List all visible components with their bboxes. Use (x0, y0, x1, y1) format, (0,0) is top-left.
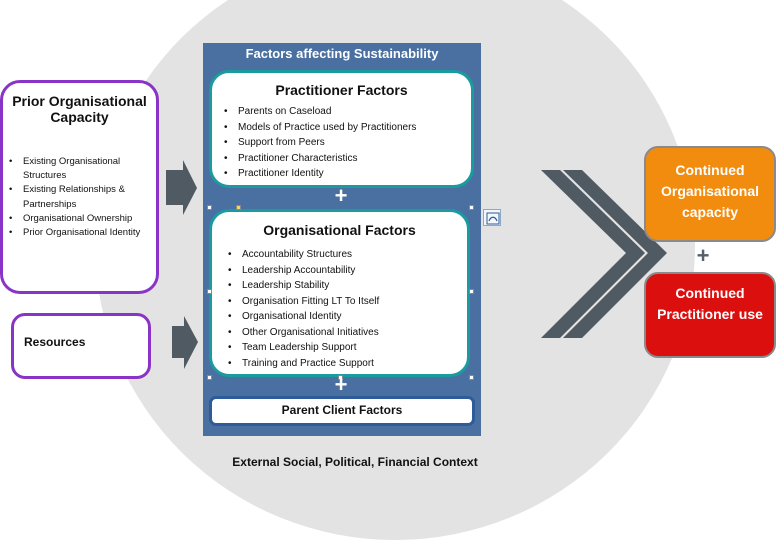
chevron-right-icon (563, 170, 667, 338)
prior-capacity-list: Existing Organisational Structures Exist… (9, 155, 157, 240)
prior-capacity-title: Prior Organisational Capacity (12, 93, 147, 125)
list-item: Prior Organisational Identity (9, 226, 157, 240)
arrows-layer (166, 160, 667, 369)
list-item: Organisational Identity (228, 309, 468, 325)
list-item: Existing Relationships & Partnerships (9, 183, 157, 211)
list-item: Team Leadership Support (228, 340, 468, 356)
adjust-handle[interactable] (236, 205, 241, 210)
parent-client-factors-title: Parent Client Factors (281, 403, 403, 417)
list-item: Models of Practice used by Practitioners (224, 120, 469, 136)
list-item: Existing Organisational Structures (9, 155, 157, 183)
resize-handle[interactable] (207, 205, 212, 210)
practitioner-factors-title: Practitioner Factors (275, 82, 408, 98)
list-item: Training and Practice Support (228, 356, 468, 372)
list-item: Organisational Ownership (9, 212, 157, 226)
context-label: External Social, Political, Financial Co… (232, 455, 478, 469)
list-item: Leadership Accountability (228, 263, 468, 279)
continued-practitioner-use-label: Continued Practitioner use (657, 285, 763, 322)
resources-label: Resources (24, 335, 86, 349)
arrow-right-icon (172, 316, 198, 369)
layout-options-icon[interactable] (483, 209, 501, 226)
resize-handle[interactable] (469, 205, 474, 210)
resize-handle[interactable] (469, 289, 474, 294)
list-item: Accountability Structures (228, 247, 468, 263)
organisational-factors-title: Organisational Factors (263, 222, 416, 238)
list-item: Support from Peers (224, 135, 469, 151)
resources-box (11, 313, 151, 379)
arrow-right-icon (166, 160, 197, 215)
resize-handle[interactable] (469, 375, 474, 380)
continued-capacity-label: Continued Organisational capacity (660, 162, 760, 220)
list-item: Practitioner Identity (224, 166, 469, 182)
panel-title: Factors affecting Sustainability (245, 46, 439, 61)
practitioner-factors-list: Parents on Caseload Models of Practice u… (224, 104, 469, 182)
list-item: Parents on Caseload (224, 104, 469, 120)
list-item: Practitioner Characteristics (224, 151, 469, 167)
list-item: Organisation Fitting LT To Itself (228, 294, 468, 310)
organisational-factors-list: Accountability Structures Leadership Acc… (228, 247, 468, 371)
plus-icon: + (696, 243, 710, 268)
resize-handle[interactable] (207, 375, 212, 380)
resize-handle[interactable] (338, 375, 343, 380)
list-item: Leadership Stability (228, 278, 468, 294)
plus-icon: + (334, 183, 348, 208)
continued-capacity-box (644, 146, 776, 242)
continued-practitioner-use-box (644, 272, 776, 358)
chevron-right-icon (541, 170, 645, 338)
plus-icon: + (334, 372, 348, 397)
parent-client-factors-box (209, 396, 475, 426)
list-item: Other Organisational Initiatives (228, 325, 468, 341)
resize-handle[interactable] (207, 289, 212, 294)
